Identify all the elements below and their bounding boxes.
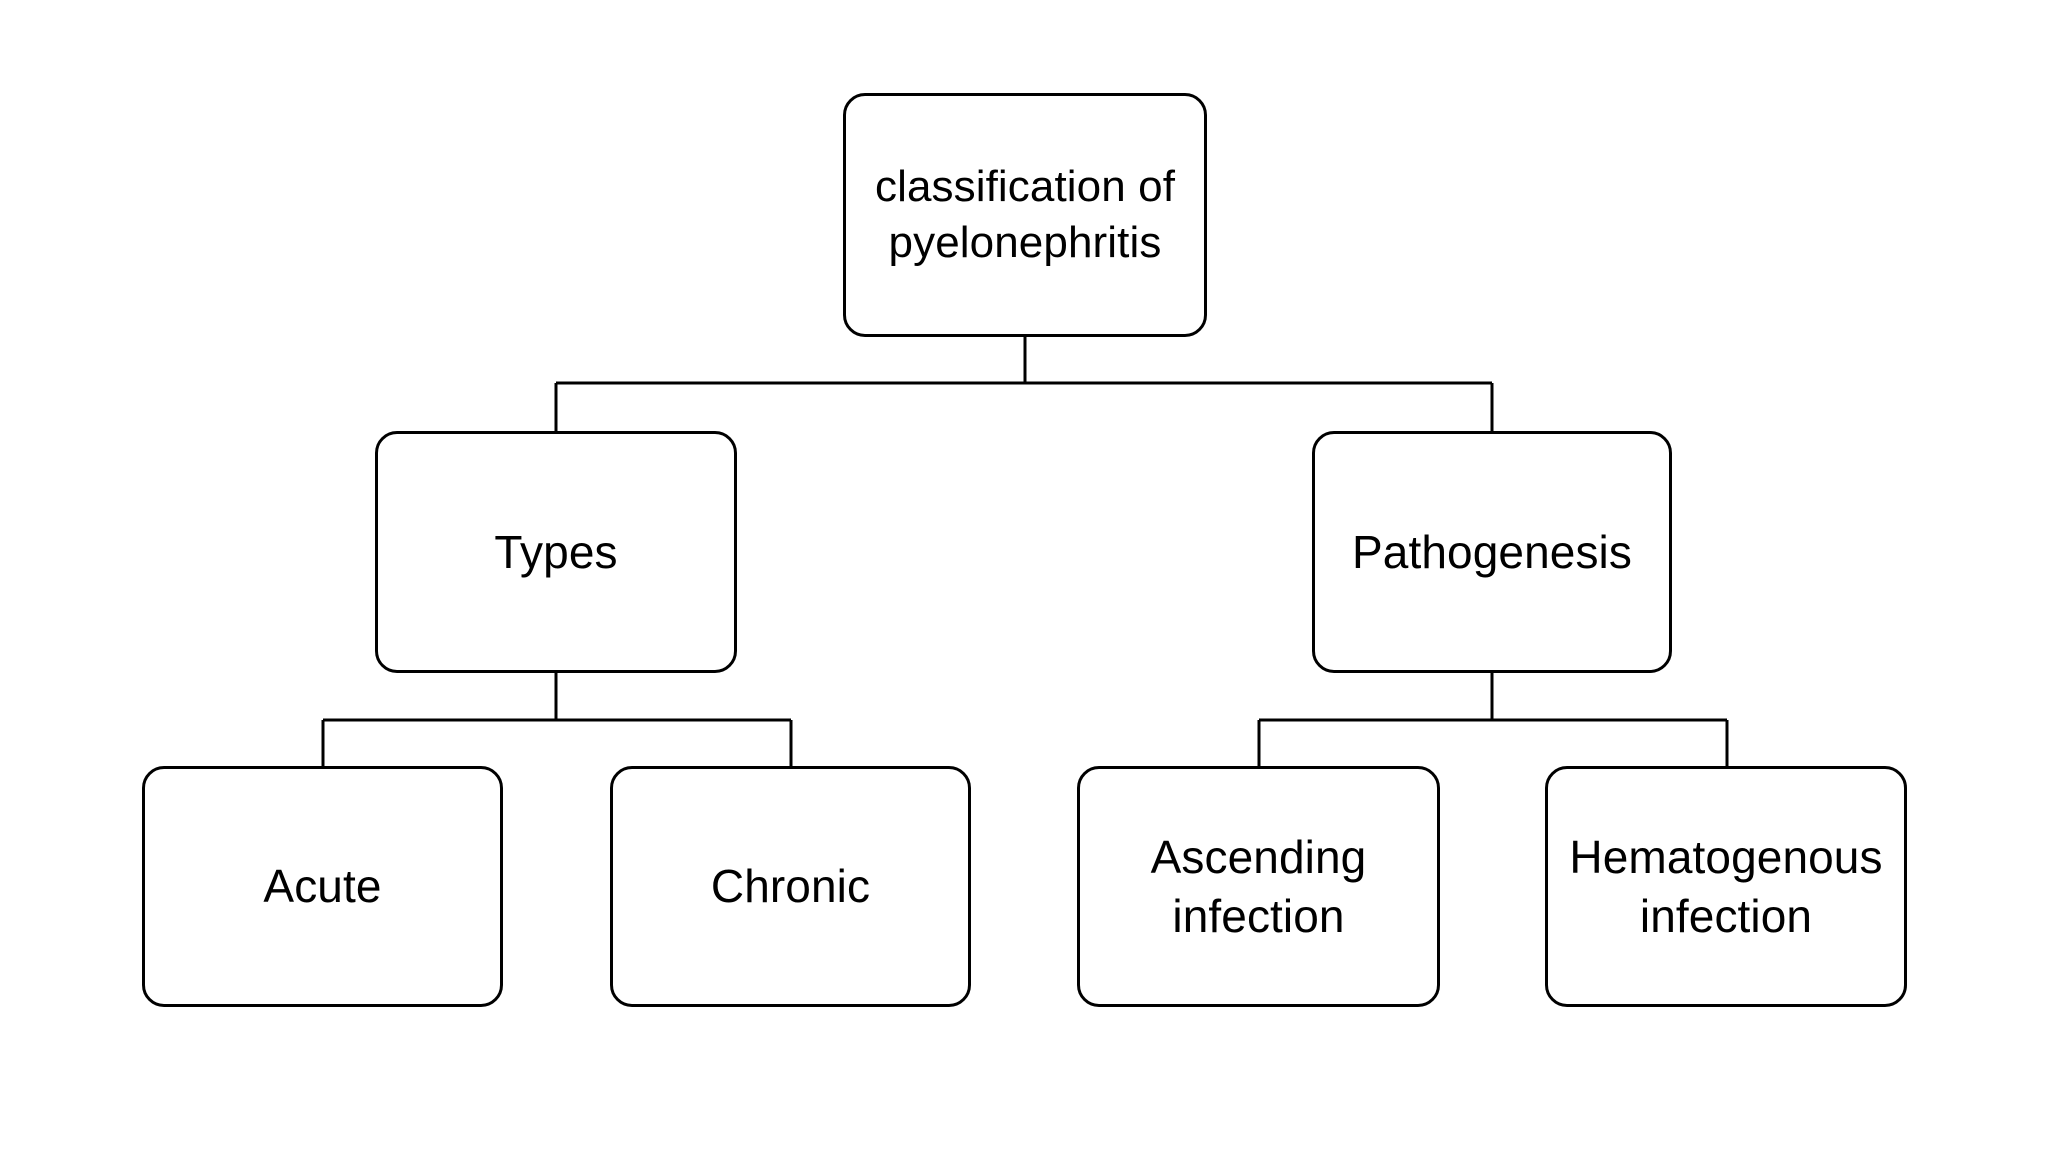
node-hematogenous-infection-label: Hematogenous infection xyxy=(1569,830,1883,942)
node-acute[interactable]: Acute xyxy=(142,766,503,1007)
node-pathogenesis-label: Pathogenesis xyxy=(1352,525,1632,578)
node-pathogenesis[interactable]: Pathogenesis xyxy=(1312,431,1672,673)
node-acute-label: Acute xyxy=(263,860,382,913)
node-ascending-infection-label: Ascending infection xyxy=(1150,830,1367,942)
node-chronic[interactable]: Chronic xyxy=(610,766,971,1007)
node-root[interactable]: classification of pyelonephritis xyxy=(843,93,1207,337)
node-ascending-infection[interactable]: Ascending infection xyxy=(1077,766,1440,1007)
node-types[interactable]: Types xyxy=(375,431,737,673)
node-hematogenous-infection[interactable]: Hematogenous infection xyxy=(1545,766,1907,1007)
node-chronic-label: Chronic xyxy=(710,860,871,913)
node-root-label: classification of pyelonephritis xyxy=(874,161,1176,267)
node-types-label: Types xyxy=(494,525,618,578)
